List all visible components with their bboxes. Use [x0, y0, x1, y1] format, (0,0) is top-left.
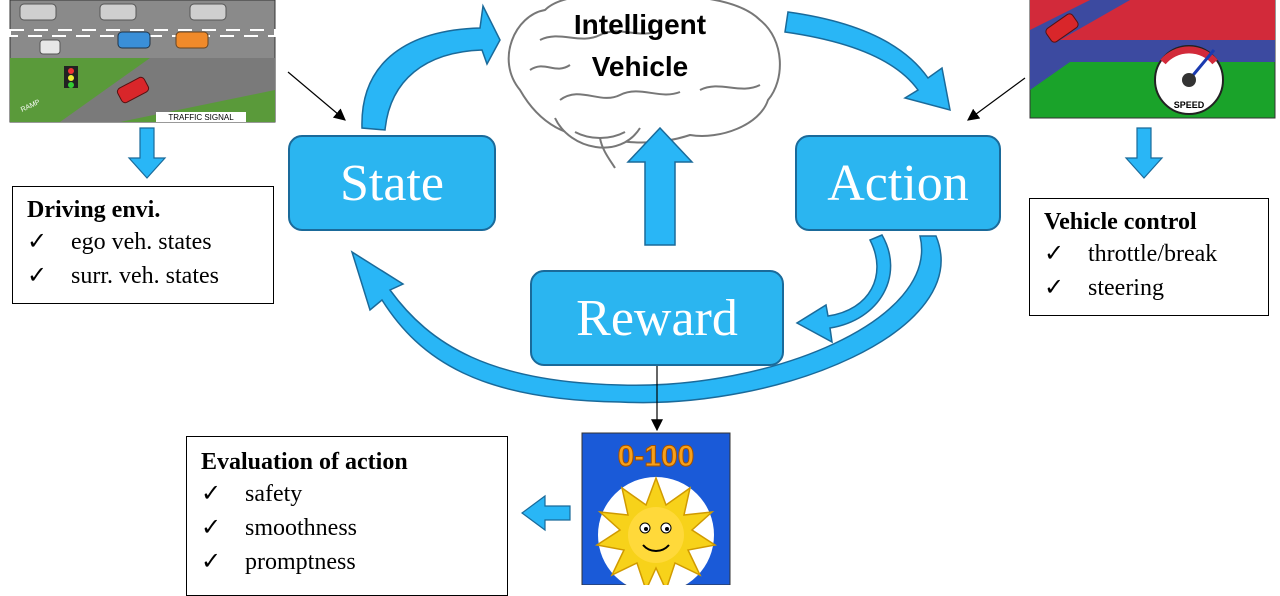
- list-item: ✓ ego veh. states: [27, 225, 273, 259]
- list-item: ✓ promptness: [201, 545, 507, 579]
- intelligent-vehicle-title: Intelligent Vehicle: [540, 4, 740, 88]
- action-label: Action: [827, 154, 969, 212]
- action-to-reward-arrow: [795, 234, 892, 344]
- list-item: ✓ throttle/break: [1044, 237, 1268, 271]
- driving-environment-box: Driving envi. ✓ ego veh. states ✓ surr. ve…: [12, 186, 274, 304]
- check-icon: ✓: [201, 481, 222, 507]
- evaluation-box: Evaluation of action ✓ safety ✓ smoothness…: [186, 436, 508, 596]
- title-line-2: Vehicle: [591, 51, 689, 82]
- score-sun-image: 0-100: [581, 432, 731, 585]
- check-icon: ✓: [27, 263, 48, 289]
- action-to-state-loop-arrow: [350, 235, 942, 404]
- reward-label: Reward: [576, 289, 738, 347]
- action-node: Action: [795, 135, 1001, 231]
- check-icon: ✓: [1044, 275, 1065, 301]
- vehicle-control-title: Vehicle control: [1044, 209, 1197, 235]
- item-smoothness: smoothness: [245, 515, 358, 541]
- item-throttle-break: throttle/break: [1088, 241, 1218, 267]
- speed-label: SPEED: [1174, 100, 1205, 110]
- brain-to-action-arrow: [784, 11, 951, 112]
- check-icon: ✓: [201, 515, 222, 541]
- scene-down-arrow: [127, 127, 167, 179]
- list-item: ✓ steering: [1044, 271, 1268, 305]
- brain-icon: [507, 0, 781, 169]
- item-ego-states: ego veh. states: [71, 229, 212, 255]
- check-icon: ✓: [1044, 241, 1065, 267]
- check-icon: ✓: [27, 229, 48, 255]
- reward-to-brain-arrow: [626, 126, 694, 246]
- speed-to-action-arrow: [967, 77, 1026, 121]
- score-to-evaluation-arrow: [520, 494, 571, 532]
- title-line-1: Intelligent: [573, 9, 707, 40]
- speed-down-arrow: [1124, 127, 1164, 179]
- item-surrounding-states: surr. veh. states: [71, 263, 219, 289]
- list-item: ✓ safety: [201, 477, 507, 511]
- item-steering: steering: [1088, 275, 1164, 301]
- list-item: ✓ surr. veh. states: [27, 259, 273, 293]
- check-icon: ✓: [201, 549, 222, 575]
- reward-node: Reward: [530, 270, 784, 366]
- score-range-label: 0-100: [618, 440, 695, 473]
- traffic-signal-label: TRAFFIC SIGNAL: [168, 113, 234, 122]
- state-node: State: [288, 135, 496, 231]
- vehicle-control-box: Vehicle control ✓ throttle/break ✓ steerin…: [1029, 198, 1269, 316]
- speed-scene-image: SPEED: [1029, 0, 1276, 119]
- list-item: ✓ smoothness: [201, 511, 507, 545]
- driving-environment-title: Driving envi.: [27, 197, 161, 223]
- state-label: State: [340, 154, 444, 212]
- traffic-scene-image: TRAFFIC SIGNAL RAMP: [9, 0, 276, 123]
- item-safety: safety: [245, 481, 303, 507]
- item-promptness: promptness: [245, 549, 356, 575]
- evaluation-title: Evaluation of action: [201, 449, 408, 475]
- state-to-brain-arrow: [361, 3, 501, 131]
- scene-to-state-arrow: [287, 71, 346, 121]
